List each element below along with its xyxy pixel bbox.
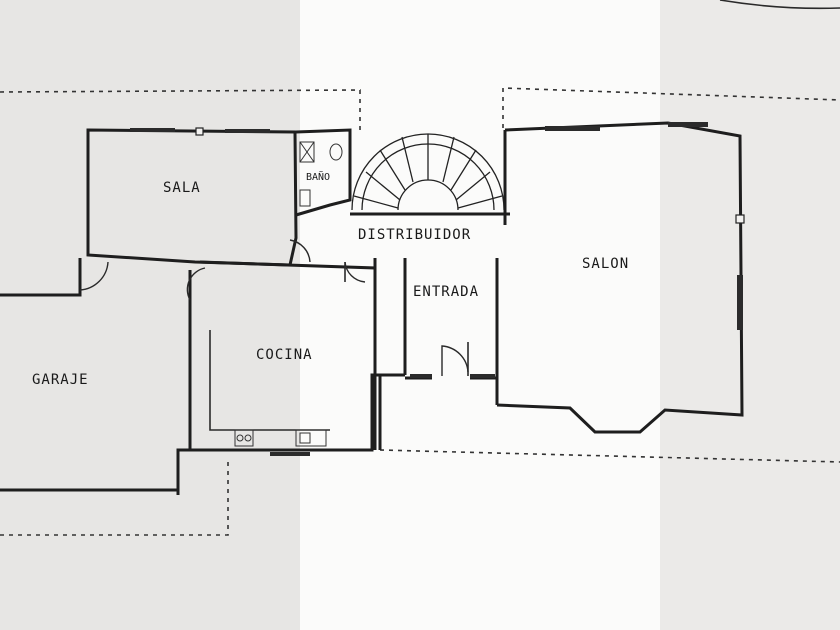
label-garaje: GARAJE bbox=[32, 372, 89, 388]
room-bano bbox=[295, 128, 352, 217]
room-entrada bbox=[373, 258, 499, 380]
paper-band-left bbox=[0, 0, 300, 630]
label-bano: BAÑO bbox=[306, 170, 330, 183]
label-distribuidor: DISTRIBUIDOR bbox=[358, 227, 471, 243]
label-entrada: ENTRADA bbox=[413, 284, 479, 300]
paper-band-center bbox=[300, 0, 660, 630]
spiral-staircase bbox=[350, 133, 510, 216]
room-salon bbox=[495, 121, 745, 434]
door-swings bbox=[289, 239, 366, 283]
label-sala: SALA bbox=[163, 180, 201, 196]
label-cocina: COCINA bbox=[256, 347, 313, 363]
top-right-curve bbox=[719, 0, 840, 10]
dashed-boundaries bbox=[0, 87, 840, 536]
paper-band-right bbox=[660, 0, 840, 630]
room-garaje bbox=[0, 258, 206, 492]
label-salon: SALON bbox=[582, 256, 629, 272]
room-cocina bbox=[176, 260, 382, 495]
